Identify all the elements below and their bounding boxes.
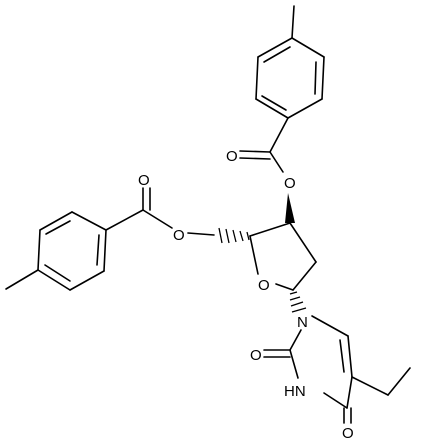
bond — [39, 211, 73, 231]
bond — [37, 229, 41, 271]
bond — [257, 37, 293, 58]
hash-line — [232, 229, 237, 243]
bond-inner — [314, 61, 317, 95]
left-ester-group — [105, 187, 173, 231]
bond — [347, 335, 353, 378]
atom-n3h: HN — [284, 383, 306, 400]
bond — [37, 269, 71, 291]
bond — [255, 98, 289, 119]
hashed-bond-c4 — [218, 227, 250, 244]
bond-inner — [261, 95, 287, 111]
sugar-ring — [249, 222, 317, 291]
ethyl-bond — [351, 376, 389, 396]
bond — [69, 270, 105, 291]
bond — [291, 37, 325, 58]
hash-line — [218, 227, 223, 244]
hash-line — [246, 231, 250, 241]
bond — [142, 209, 173, 229]
atom-n1: N — [297, 314, 308, 331]
top-ester-group — [239, 150, 284, 173]
atom-o-left-ester: O — [173, 227, 185, 244]
bond — [289, 222, 317, 263]
atom-o-c2: O — [250, 347, 262, 364]
bond-inner — [339, 339, 345, 373]
bond — [105, 209, 144, 231]
ethyl-bond — [387, 367, 411, 396]
hash-line — [289, 291, 298, 295]
bond — [287, 98, 323, 119]
bond — [323, 392, 348, 409]
bond-inner — [96, 234, 100, 266]
carbonyl-double-bond — [239, 150, 271, 153]
hash-line — [290, 301, 304, 307]
uracil-ring — [263, 315, 411, 424]
bond — [249, 235, 259, 275]
bond — [321, 56, 325, 100]
bond — [71, 211, 107, 231]
wedge-bond — [285, 193, 295, 223]
bond — [346, 376, 353, 409]
bond — [292, 261, 317, 291]
bond — [289, 349, 299, 379]
bond-inner — [44, 264, 71, 282]
bond — [249, 222, 291, 237]
atom-o-left-carbonyl: O — [138, 172, 150, 189]
top-toluoyl-ring — [255, 5, 325, 153]
atom-o-top-ester: O — [284, 175, 296, 192]
bond — [311, 315, 349, 337]
hash-line — [225, 228, 230, 244]
atom-o-top-carbonyl: O — [226, 148, 238, 165]
hash-line — [239, 230, 244, 242]
bond — [187, 232, 215, 236]
hash-line — [291, 307, 307, 313]
bond — [103, 229, 107, 272]
atom-o-ring: O — [258, 277, 270, 294]
bond — [269, 117, 289, 153]
left-toluoyl-ring — [5, 211, 107, 291]
methyl-bond — [291, 5, 295, 39]
bond-inner — [263, 46, 291, 63]
bond — [269, 151, 284, 173]
atom-o-c4: O — [342, 425, 354, 442]
bond-inner — [45, 220, 71, 235]
bond — [255, 56, 259, 100]
carbonyl-double-bond — [239, 157, 271, 160]
methyl-bond — [5, 269, 39, 290]
hash-line — [289, 296, 301, 301]
bond — [289, 329, 302, 351]
bond — [275, 283, 294, 291]
hashed-bond-c1 — [289, 291, 307, 313]
